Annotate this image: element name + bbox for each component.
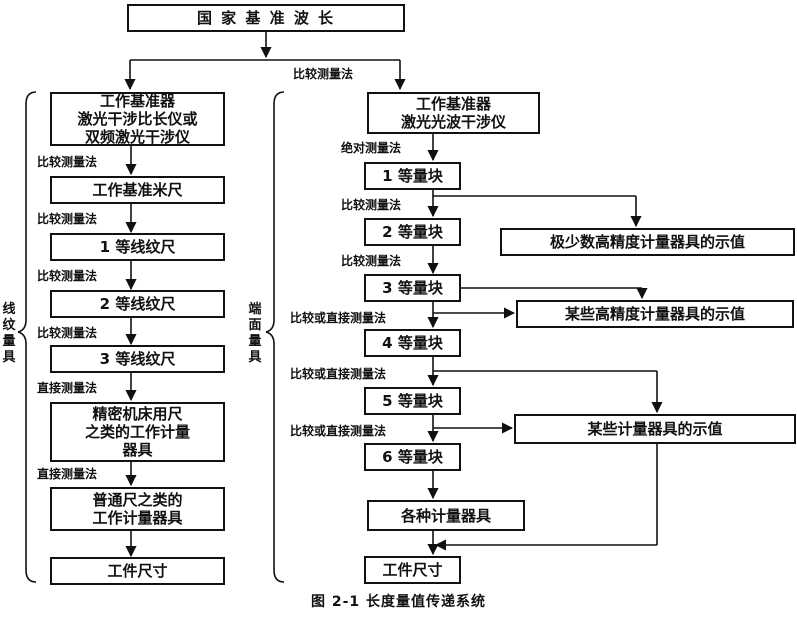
branch-label: 比较测量法 xyxy=(293,67,354,81)
left-label-2: 比较测量法 xyxy=(37,212,98,226)
left-grade3-box: 3 等线纹尺 xyxy=(50,345,225,373)
right-label-1: 绝对测量法 xyxy=(341,141,402,155)
left-work-meter-box: 工作基准米尺 xyxy=(50,176,225,204)
measuring-instruments-box: 各种计量器具 xyxy=(367,500,525,531)
end-gauge-side-label: 端 面 量 具 xyxy=(248,302,262,365)
gauge-block-grade2: 2 等量块 xyxy=(364,218,461,246)
right-label-3: 比较测量法 xyxy=(341,254,402,268)
gauge-block-grade4: 4 等量块 xyxy=(364,329,461,357)
figure-caption: 图 2-1 长度量值传递系统 xyxy=(310,594,487,610)
gauge-block-grade5: 5 等量块 xyxy=(364,387,461,415)
some-high-precision-box: 某些高精度计量器具的示值 xyxy=(516,300,794,328)
some-instruments-box: 某些计量器具的示值 xyxy=(514,414,796,444)
gauge-block-grade1: 1 等量块 xyxy=(364,162,461,190)
left-grade2-box: 2 等线纹尺 xyxy=(50,290,225,318)
left-workpiece-box: 工件尺寸 xyxy=(50,557,225,585)
left-precision-tool-box: 精密机床用尺 之类的工作计量 器具 xyxy=(50,402,225,462)
right-work-standard-box: 工作基准器 激光光波干涉仪 xyxy=(367,92,540,134)
gauge-block-grade6: 6 等量块 xyxy=(364,443,461,471)
right-label-5: 比较或直接测量法 xyxy=(290,367,387,381)
left-common-tool-box: 普通尺之类的 工作计量器具 xyxy=(50,487,225,531)
left-label-1: 比较测量法 xyxy=(37,155,98,169)
line-gauge-side-label: 线 纹 量 具 xyxy=(2,302,16,365)
right-label-4: 比较或直接测量法 xyxy=(290,311,387,325)
gauge-block-grade3: 3 等量块 xyxy=(364,274,461,302)
right-label-2: 比较测量法 xyxy=(341,198,402,212)
left-grade1-box: 1 等线纹尺 xyxy=(50,233,225,261)
left-label-4: 比较测量法 xyxy=(37,326,98,340)
left-label-6: 直接测量法 xyxy=(37,467,98,481)
left-label-5: 直接测量法 xyxy=(37,381,98,395)
national-standard-wavelength-box: 国 家 基 准 波 长 xyxy=(127,4,405,32)
right-label-6: 比较或直接测量法 xyxy=(290,424,387,438)
very-few-high-precision-box: 极少数高精度计量器具的示值 xyxy=(500,228,795,256)
right-workpiece-box: 工件尺寸 xyxy=(364,556,461,584)
left-work-standard-box: 工作基准器 激光干涉比长仪或 双频激光干涉仪 xyxy=(50,92,225,146)
left-label-3: 比较测量法 xyxy=(37,269,98,283)
